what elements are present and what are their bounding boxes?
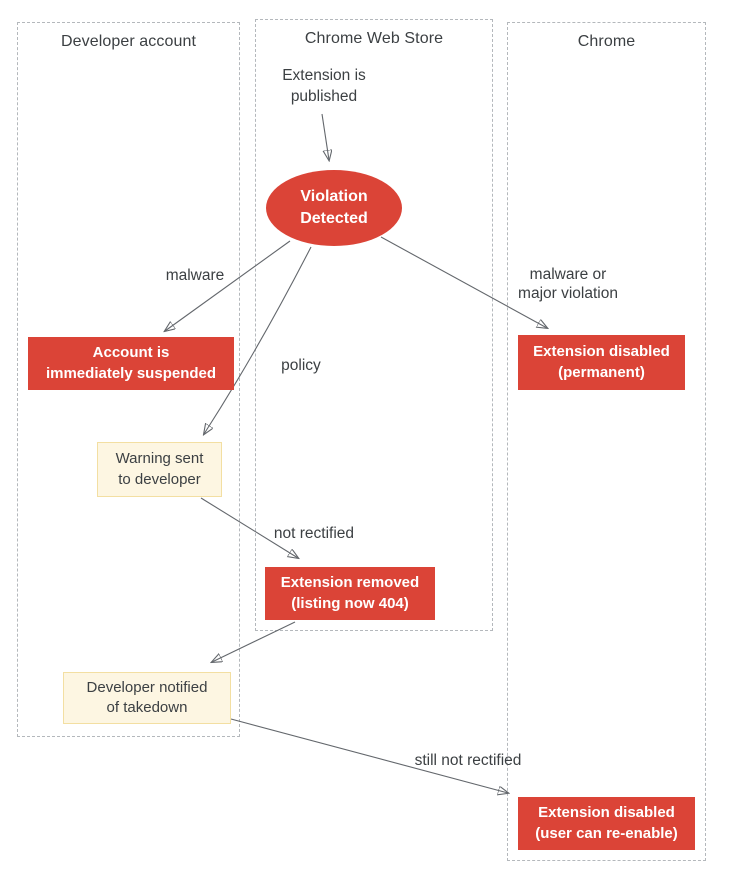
lane-title-developer-account: Developer account (60, 33, 197, 50)
edge-label-malware: malware (165, 267, 225, 284)
node-warning-sent: Warning sent to developer (97, 442, 222, 497)
lane-title-chrome-web-store: Chrome Web Store (304, 30, 444, 47)
lane-chrome: Chrome (507, 22, 706, 861)
node-extension-removed: Extension removed (listing now 404) (265, 567, 435, 620)
edge-label-not-rectified: not rectified (273, 525, 355, 542)
edge-label-policy: policy (281, 357, 321, 374)
edge-label-malware-or-major-violation: malware or major violation (518, 266, 618, 303)
node-extension-disabled-permanent: Extension disabled (permanent) (518, 335, 685, 390)
edge-label-still-not-rectified: still not rectified (414, 752, 522, 769)
lane-title-chrome: Chrome (577, 33, 636, 50)
node-extension-disabled-reenable: Extension disabled (user can re-enable) (518, 797, 695, 850)
node-account-suspended: Account is immediately suspended (28, 337, 234, 390)
node-extension-published: Extension is published (282, 67, 366, 105)
node-violation-detected: Violation Detected (266, 170, 402, 246)
node-developer-notified: Developer notified of takedown (63, 672, 231, 724)
